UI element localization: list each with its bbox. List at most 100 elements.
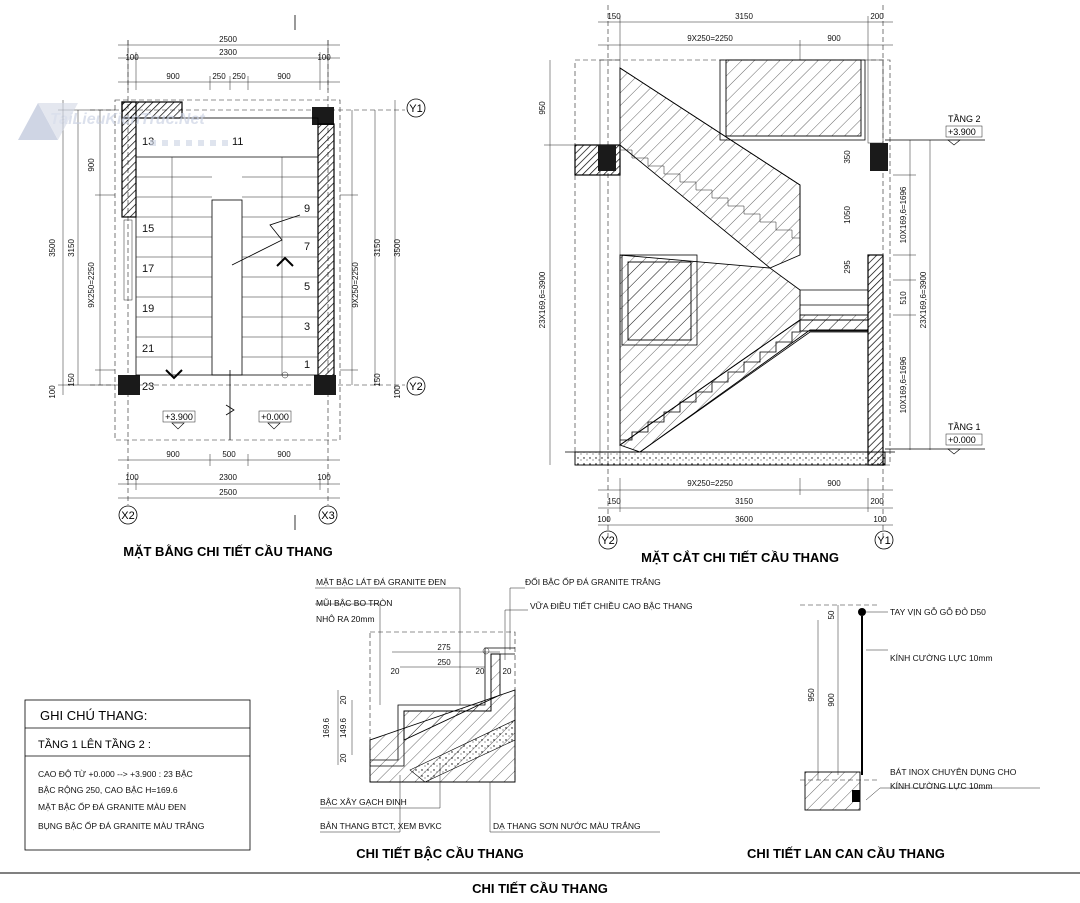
section-dim-left-total: 23X169,6=3900 [538, 271, 547, 328]
notes-header: GHI CHÚ THANG: [40, 708, 147, 723]
step-dim-20: 20 [391, 667, 400, 676]
section-level-name: TẦNG 2 [948, 114, 981, 124]
plan-dim-bottom-side-l: 100 [125, 473, 139, 482]
section-dim-bottom-900: 900 [827, 479, 841, 488]
plan-dim-bottom-seg2: 500 [222, 450, 236, 459]
plan-dim-right-3150: 3150 [373, 239, 382, 257]
plan-dim-bottom-seg3: 900 [277, 450, 291, 459]
plan-axis-x3: X3 [321, 510, 334, 522]
plan-dim-right-run: 9X250=2250 [351, 262, 360, 308]
section-dim-bottom-100: 100 [597, 515, 611, 524]
section-dim-bottom-150: 150 [607, 497, 621, 506]
plan-dim-bottom-overall: 2500 [219, 488, 237, 497]
section-dim-bottom-200: 200 [870, 497, 884, 506]
section-axis-y2: Y2 [601, 535, 614, 547]
step-number: 11 [232, 136, 243, 148]
railing-label-handrail: TAY VỊN GỖ GỖ ĐỎ D50 [890, 606, 986, 617]
step-detail-title: CHI TIẾT BẬC CẦU THANG [356, 846, 524, 861]
notes-line: MẶT BẬC ỐP ĐÁ GRANITE MÀU ĐEN [38, 801, 186, 812]
plan-dim-side-r-top: 100 [317, 53, 331, 62]
plan-dim-seg1: 900 [166, 72, 180, 81]
stair-plan: 2500 2300 100 100 900 250 250 900 [48, 15, 426, 559]
step-number: 3 [304, 321, 310, 333]
plan-level-upper: +3.900 [165, 412, 193, 422]
section-dim-350: 350 [843, 150, 852, 164]
step-dim-149: 149.6 [339, 717, 348, 738]
railing-detail: 50 950 900 TAY VỊN GỖ GỖ ĐỎ D50 KÍNH CƯỜ… [747, 604, 1040, 861]
section-dim-upper-run: 10X169,6=1696 [899, 186, 908, 243]
plan-dim-right-3500: 3500 [393, 239, 402, 257]
step-number: 21 [142, 343, 154, 355]
plan-axis-x2: X2 [121, 510, 134, 522]
section-level-value: +3.900 [948, 127, 976, 137]
plan-dim-overall-top: 2500 [219, 35, 237, 44]
step-dim-20: 20 [339, 695, 348, 704]
section-title: MẶT CẮT CHI TIẾT CẦU THANG [641, 550, 839, 565]
plan-dim-right-100: 100 [393, 385, 402, 399]
section-level-value: +0.000 [948, 435, 976, 445]
plan-dim-inner-top: 2300 [219, 48, 237, 57]
step-dim-20: 20 [503, 667, 512, 676]
plan-dim-bottom-seg1: 900 [166, 450, 180, 459]
plan-dim-right-150: 150 [373, 373, 382, 387]
railing-label-bracket-2: KÍNH CƯỜNG LỰC 10mm [890, 781, 993, 791]
step-dim-20: 20 [476, 667, 485, 676]
railing-detail-title: CHI TIẾT LAN CAN CẦU THANG [747, 846, 945, 861]
notes-line: CAO ĐỘ TỪ +0.000 --> +3.900 : 23 BẬC [38, 769, 193, 779]
watermark-text: TaiLieuKienTruc.Net [50, 111, 205, 128]
step-number: 17 [142, 263, 154, 275]
plan-dim-bottom-inner: 2300 [219, 473, 237, 482]
step-label-tread: MẶT BẬC LÁT ĐÁ GRANITE ĐEN [316, 577, 446, 587]
step-label-nosing-1: MŨI BẬC BO TRÒN [316, 598, 392, 608]
section-dim-top-3150: 3150 [735, 12, 753, 21]
railing-dim-950: 950 [807, 688, 816, 702]
step-dim-250: 250 [437, 658, 451, 667]
railing-label-glass: KÍNH CƯỜNG LỰC 10mm [890, 653, 993, 663]
plan-dim-left-3150: 3150 [67, 239, 76, 257]
section-dim-bottom-run: 9X250=2250 [687, 479, 733, 488]
plan-left-treads [136, 157, 212, 375]
watermark-logo: TaiLieuKienTruc.Net [18, 103, 228, 146]
plan-dim-left-150: 150 [67, 373, 76, 387]
step-number: 15 [142, 223, 154, 235]
section-dim-total: 23X169,6=3900 [919, 271, 928, 328]
step-number: 19 [142, 303, 154, 315]
section-dim-top-run: 9X250=2250 [687, 34, 733, 43]
step-number: 23 [142, 381, 154, 393]
plan-dim-left-3500: 3500 [48, 239, 57, 257]
plan-axis-y1: Y1 [409, 103, 422, 115]
section-dim-295: 295 [843, 260, 852, 274]
step-dim-275: 275 [437, 643, 451, 652]
section-dim-top-900: 900 [827, 34, 841, 43]
step-number: 7 [304, 241, 310, 253]
section-dim-510: 510 [899, 291, 908, 305]
plan-dim-seg2: 250 [212, 72, 226, 81]
railing-label-bracket-1: BÁT INOX CHUYÊN DỤNG CHO [890, 767, 1017, 777]
section-level-name: TẦNG 1 [948, 422, 981, 432]
step-number: 1 [304, 359, 310, 371]
plan-dim-left-run: 9X250=2250 [87, 262, 96, 308]
section-dim-bottom-3150: 3150 [735, 497, 753, 506]
notes-line: BẬC RỘNG 250, CAO BẬC H=169.6 [38, 785, 178, 795]
step-number: 9 [304, 203, 310, 215]
section-dim-left-950: 950 [538, 101, 547, 115]
notes-subheader: TẦNG 1 LÊN TẦNG 2 : [38, 738, 151, 751]
section-dim-top-150: 150 [607, 12, 621, 21]
railing-dim-900: 900 [827, 693, 836, 707]
section-dim-bottom-100r: 100 [873, 515, 887, 524]
section-dim-1050: 1050 [843, 206, 852, 224]
section-axis-y1: Y1 [877, 535, 890, 547]
stair-section: 150 3150 200 9X250=2250 900 [538, 5, 985, 565]
plan-dim-left-100: 100 [48, 385, 57, 399]
step-label-slab: BẢN THANG BTCT, XEM BVKC [320, 820, 442, 831]
step-label-mortar: VỮA ĐIỀU TIẾT CHIỀU CAO BẬC THANG [530, 601, 693, 611]
step-dim-169: 169.6 [322, 717, 331, 738]
sheet-title: CHI TIẾT CẦU THANG [472, 881, 608, 896]
plan-dim-seg3: 250 [232, 72, 246, 81]
notes-box: GHI CHÚ THANG: TẦNG 1 LÊN TẦNG 2 : CAO Đ… [24, 699, 251, 851]
step-label-underside: DẠ THANG SƠN NƯỚC MÀU TRẮNG [493, 821, 641, 831]
plan-dim-seg4: 900 [277, 72, 291, 81]
step-number: 5 [304, 281, 310, 293]
step-label-nosing-2: NHÔ RA 20mm [316, 614, 375, 624]
